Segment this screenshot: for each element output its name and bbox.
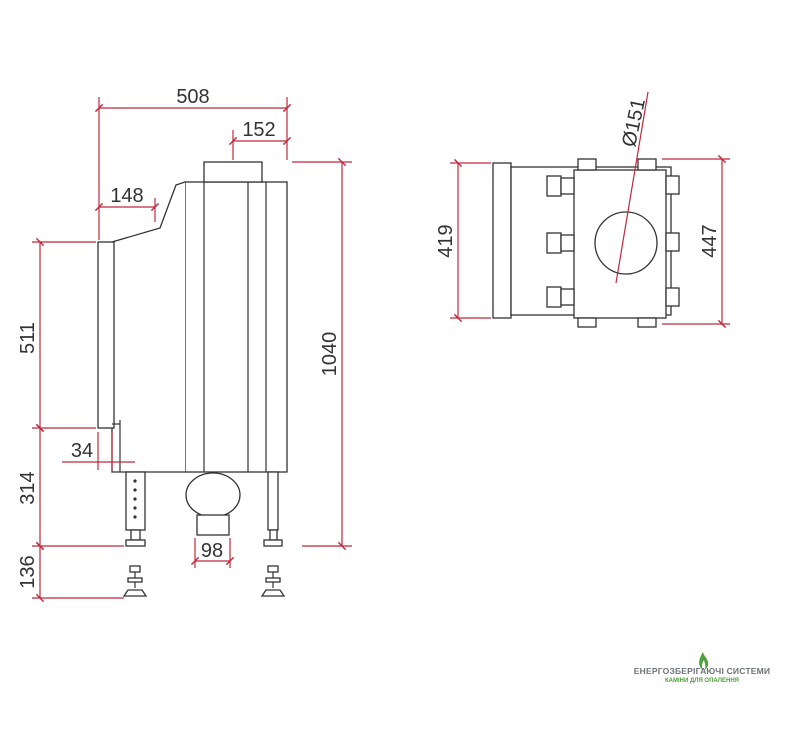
leg-hole	[133, 488, 137, 492]
adjustable-foot	[122, 565, 148, 597]
front-plate	[492, 162, 512, 319]
dim-front-width: 419	[435, 224, 457, 257]
right-leg	[267, 471, 279, 531]
leg-foot	[130, 529, 141, 541]
side-bracket	[546, 175, 562, 197]
top-view: Ø151 419 447	[435, 91, 730, 329]
dim-flue-offset: 152	[242, 119, 275, 141]
flue-diameter-leader	[615, 91, 649, 284]
dim-body-width: 447	[699, 224, 721, 257]
side-bracket	[665, 287, 680, 307]
air-inlet	[185, 472, 241, 518]
flame-icon	[699, 652, 709, 670]
leg-hole	[133, 515, 137, 519]
side-bracket	[560, 234, 575, 252]
door	[97, 241, 115, 429]
adjustable-foot	[260, 565, 286, 597]
dim-feet-height: 136	[17, 555, 39, 588]
leg-hole	[133, 506, 137, 510]
brand-name: ЕНЕРГОЗБЕРІГАЮЧІ СИСТЕМИ	[633, 666, 771, 676]
side-view: 508 152 148 1040 511 34 314 136	[17, 86, 352, 603]
dim-air-inlet: 98	[201, 540, 223, 562]
mount-tab	[637, 158, 657, 171]
brand-subtitle: КАМІНИ ДЛЯ ОПАЛЕННЯ	[664, 678, 739, 684]
leg-foot	[269, 529, 278, 541]
side-bracket	[560, 288, 575, 306]
air-inlet-pipe	[196, 514, 230, 536]
mount-tab	[637, 317, 657, 328]
firebox-body	[184, 181, 288, 473]
front-hood	[111, 181, 186, 473]
side-bracket	[665, 232, 680, 252]
brand-logo: ЕНЕРГОЗБЕРІГАЮЧІ СИСТЕМИ КАМІНИ ДЛЯ ОПАЛ…	[612, 652, 792, 684]
side-bracket	[546, 232, 562, 254]
mount-tab	[577, 317, 597, 328]
leg-hole	[133, 497, 137, 501]
dim-door-offset: 34	[71, 440, 93, 462]
flue-opening	[594, 211, 658, 275]
dim-front-depth: 148	[110, 185, 143, 207]
dim-lower-height: 314	[17, 471, 39, 504]
flue-collar	[203, 161, 263, 183]
mount-tab	[577, 158, 597, 171]
side-bracket	[546, 286, 562, 308]
leg-hole	[133, 479, 137, 483]
leg-base	[263, 539, 283, 547]
side-bracket	[560, 177, 575, 195]
side-bracket	[665, 175, 680, 195]
dim-door-height: 511	[17, 322, 39, 354]
dim-total-height: 1040	[319, 332, 341, 377]
dim-flue-diameter: Ø151	[618, 97, 650, 149]
dim-total-width: 508	[176, 86, 209, 108]
leg-base	[125, 539, 146, 547]
